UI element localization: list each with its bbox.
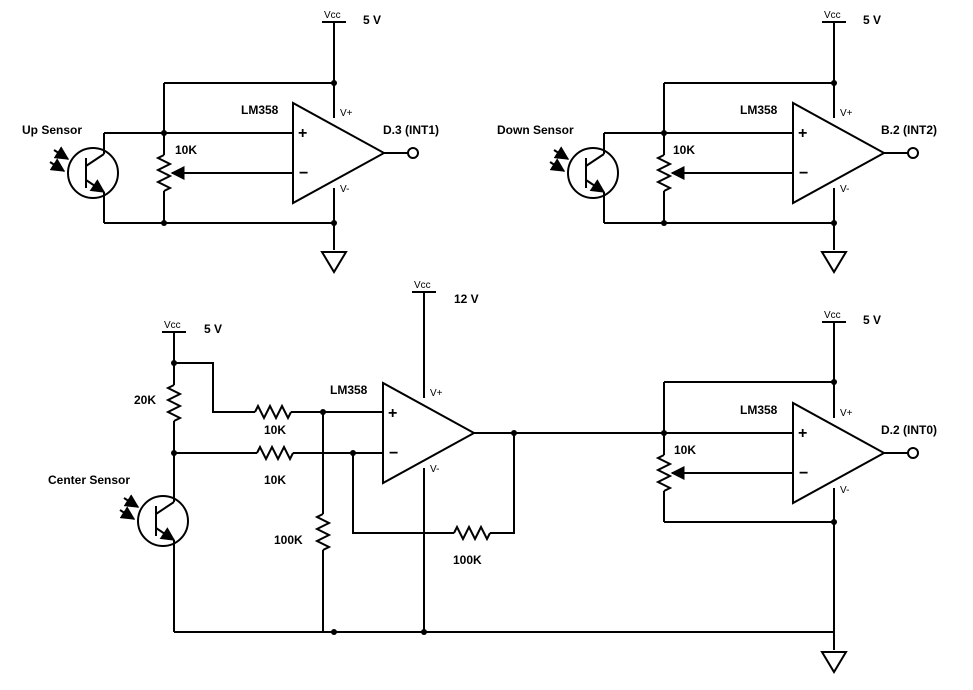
resistor-value-label: 20K [134, 393, 156, 407]
ground-symbol [820, 251, 848, 274]
wire [490, 433, 515, 534]
vplus-label: V+ [840, 408, 853, 419]
vcc-label: Vcc [164, 320, 181, 331]
vminus-label: V- [340, 184, 349, 195]
vcc-label: Vcc [824, 310, 841, 321]
opamp-plus-sign: + [798, 425, 807, 442]
opamp-plus-sign: + [798, 125, 807, 142]
vplus-label: V+ [340, 108, 353, 119]
resistor-100k [314, 513, 332, 551]
output-label: D.3 (INT1) [383, 123, 439, 137]
vplus-label: V+ [430, 388, 443, 399]
wire [85, 153, 105, 167]
wire [85, 179, 106, 193]
opamp-triangle [792, 401, 887, 505]
light-arrow [53, 146, 70, 160]
ground-symbol [820, 651, 848, 674]
opamp-triangle [292, 101, 387, 205]
resistor-value-label: 10K [264, 473, 286, 487]
center-sensor-amplifier: Vcc 5 V 20K 10K 10K 100K 100K LM358 [48, 280, 834, 635]
potentiometer [655, 454, 673, 492]
opamp-label: LM358 [740, 403, 778, 417]
supply-voltage-label: 5 V [863, 13, 881, 27]
output-terminal [907, 147, 919, 159]
wire [585, 179, 606, 193]
phototransistor [137, 495, 189, 547]
vminus-label: V- [430, 464, 439, 475]
supply-voltage-label: 12 V [454, 292, 479, 306]
resistor-value-label: 100K [274, 533, 303, 547]
opamp-triangle [382, 381, 477, 485]
opamp-plus-sign: + [388, 405, 397, 422]
opamp-label: LM358 [740, 103, 778, 117]
vcc-label: Vcc [824, 10, 841, 21]
potentiometer [655, 154, 673, 192]
junction-dot [661, 220, 667, 226]
resistor-value-label: 100K [453, 553, 482, 567]
opamp-triangle [792, 101, 887, 205]
junction-dot [421, 629, 427, 635]
vcc-label: Vcc [414, 280, 431, 291]
resistor-20k [165, 384, 183, 422]
output-label: B.2 (INT2) [881, 123, 937, 137]
resistor-10k [256, 444, 294, 462]
wire [352, 453, 454, 534]
opamp-minus-sign: − [299, 165, 308, 182]
wire [155, 527, 176, 541]
phototransistor [67, 147, 119, 199]
wire [155, 501, 175, 515]
opamp-minus-sign: − [389, 445, 398, 462]
output-label: D.2 (INT0) [881, 423, 937, 437]
resistor-value-label: 10K [264, 423, 286, 437]
vcc-label: Vcc [324, 10, 341, 21]
sensor-label: Up Sensor [22, 123, 82, 137]
phototransistor [567, 147, 619, 199]
vplus-label: V+ [840, 108, 853, 119]
resistor-10k [254, 403, 292, 421]
light-arrow [123, 494, 140, 508]
potentiometer-value-label: 10K [674, 443, 696, 457]
output-terminal [407, 147, 419, 159]
center-sensor-comparator: Vcc 5 V LM358 + − V+ V- D.2 (INT0) 10K [655, 310, 937, 674]
opamp-label: LM358 [241, 103, 279, 117]
opamp-plus-sign: + [298, 125, 307, 142]
wire [585, 153, 605, 167]
down-sensor-circuit: Vcc 5 V LM358 + − V+ V- B.2 (INT2) 10K [497, 10, 937, 274]
junction-dot [331, 629, 337, 635]
sensor-label: Down Sensor [497, 123, 574, 137]
junction-dot [161, 220, 167, 226]
supply-voltage-label: 5 V [363, 13, 381, 27]
resistor-100k-feedback [453, 524, 491, 542]
potentiometer-value-label: 10K [175, 143, 197, 157]
opamp-minus-sign: − [799, 465, 808, 482]
light-arrow [549, 158, 566, 172]
sensor-label: Center Sensor [48, 473, 130, 487]
up-sensor-circuit: Vcc 5 V LM358 + − V+ V- D.3 (INT1) 10K [22, 10, 439, 274]
vminus-label: V- [840, 485, 849, 496]
light-arrow [49, 158, 66, 172]
potentiometer-value-label: 10K [673, 143, 695, 157]
potentiometer [155, 154, 173, 192]
opamp-label: LM358 [330, 383, 368, 397]
light-arrow [553, 146, 570, 160]
light-arrow [119, 506, 136, 520]
supply-voltage-label: 5 V [204, 322, 222, 336]
output-terminal [907, 447, 919, 459]
wire [174, 362, 255, 413]
junction-dot [511, 430, 517, 436]
ground-symbol [320, 251, 348, 274]
supply-voltage-label: 5 V [863, 313, 881, 327]
vminus-label: V- [840, 184, 849, 195]
opamp-minus-sign: − [799, 165, 808, 182]
